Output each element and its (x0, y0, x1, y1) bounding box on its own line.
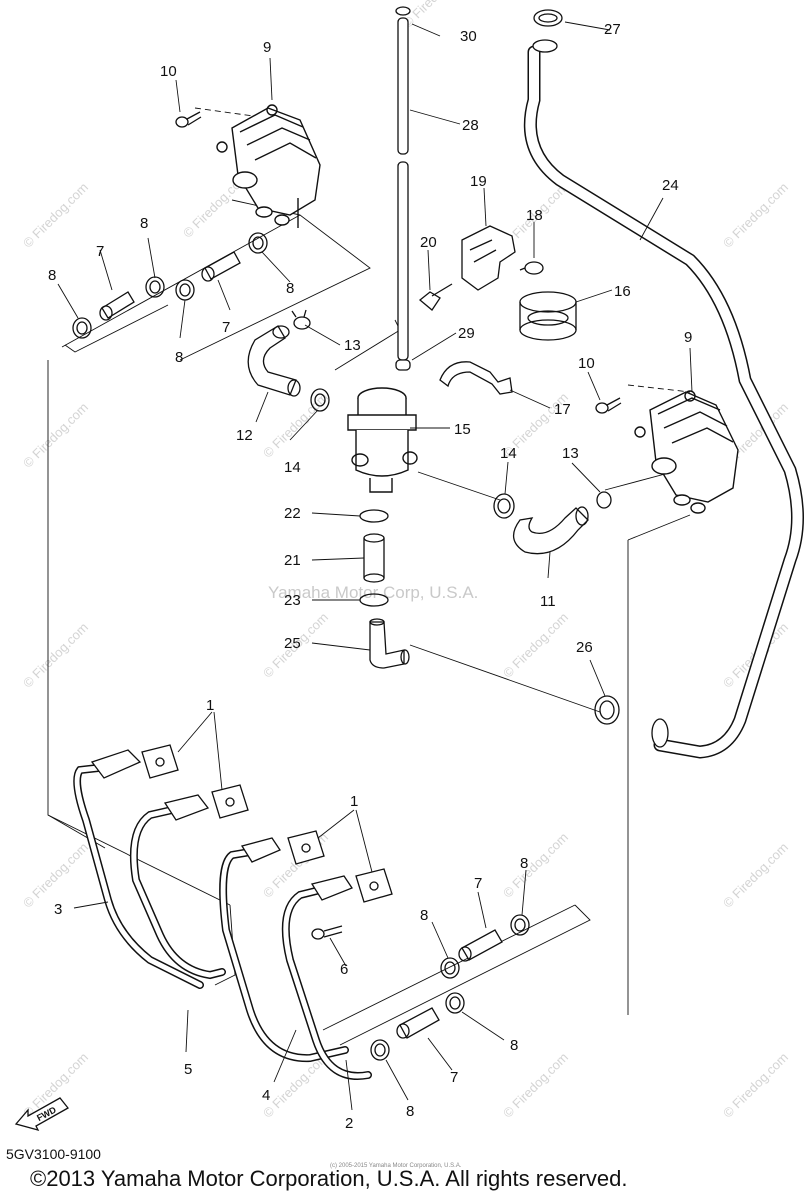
callout-5: 5 (184, 1061, 192, 1078)
gaskets-1 (141, 744, 393, 903)
callout-22: 22 (284, 505, 301, 522)
callout-21: 21 (284, 552, 301, 569)
callout-30: 30 (460, 28, 477, 45)
callout-25: 25 (284, 635, 301, 652)
bracket-17 (439, 361, 513, 395)
callout-7: 7 (96, 243, 104, 260)
callout-10: 10 (160, 63, 177, 80)
callout-27: 27 (604, 21, 621, 38)
elbow-25 (369, 618, 410, 669)
callout-16: 16 (614, 283, 631, 300)
callout-7: 7 (474, 875, 482, 892)
clip-13-left (291, 309, 311, 330)
callout-9: 9 (263, 39, 271, 56)
callout-11: 11 (540, 593, 556, 610)
callout-4: 4 (262, 1087, 270, 1104)
callout-numbers: 30 27 28 9 10 24 19 18 20 16 29 13 17 9 … (48, 21, 692, 1132)
fuel-filter-15 (347, 387, 418, 493)
fuel-pump-left (216, 104, 321, 228)
callout-15: 15 (454, 421, 471, 438)
callout-23: 23 (284, 592, 301, 609)
hose-21 (363, 533, 385, 583)
clip-29 (395, 359, 411, 371)
part-code: 5GV3100-9100 (6, 1146, 101, 1162)
callout-3: 3 (54, 901, 62, 918)
center-watermark: Yamaha Motor Corp, U.S.A. (268, 583, 479, 602)
callout-8: 8 (406, 1103, 414, 1120)
callout-2: 2 (345, 1115, 353, 1132)
callout-19: 19 (470, 173, 487, 190)
callout-13: 13 (344, 337, 361, 354)
fwd-arrow-icon: FWD (14, 1092, 74, 1137)
clamps-8-lower (370, 914, 530, 1061)
hose-28-vertical (397, 17, 409, 361)
callout-17: 17 (554, 401, 571, 418)
pipe-3 (73, 749, 204, 989)
callout-28: 28 (462, 117, 479, 134)
callout-7: 7 (450, 1069, 458, 1086)
callout-18: 18 (526, 207, 543, 224)
leader-lines (57, 21, 693, 1111)
screw-18 (519, 261, 544, 275)
clamp-14-left (310, 388, 330, 412)
callout-1: 1 (206, 697, 214, 714)
clamp-22 (359, 509, 389, 523)
hose-7-upper-left-b (201, 251, 241, 282)
hose-24-long (523, 39, 804, 759)
callout-24: 24 (662, 177, 679, 194)
hose-7-upper-left-a (99, 291, 135, 321)
callout-10: 10 (578, 355, 595, 372)
bracket-19 (461, 225, 516, 291)
pipe-5 (129, 794, 226, 980)
bolt-20 (418, 283, 453, 311)
clamp-23 (359, 593, 389, 607)
hose-7-lower-a (458, 929, 503, 962)
bolt-10-left (175, 111, 202, 128)
fine-print: (c) 2005-2015 Yamaha Motor Corporation, … (330, 1163, 462, 1169)
callout-8: 8 (520, 855, 528, 872)
callout-29: 29 (458, 325, 475, 342)
callout-14: 14 (284, 459, 301, 476)
callout-13: 13 (562, 445, 579, 462)
clamp-14-right (493, 493, 515, 519)
hose-11-right (513, 506, 589, 555)
callout-8: 8 (420, 907, 428, 924)
callout-20: 20 (420, 234, 437, 251)
pipe-2 (281, 875, 372, 1080)
callout-6: 6 (340, 961, 348, 978)
callout-8: 8 (48, 267, 56, 284)
callout-8: 8 (286, 280, 294, 297)
callout-12: 12 (236, 427, 253, 444)
callout-26: 26 (576, 639, 593, 656)
callout-8: 8 (175, 349, 183, 366)
callout-9: 9 (684, 329, 692, 346)
clamp-26 (594, 695, 620, 725)
callout-14: 14 (500, 445, 517, 462)
holder-16 (519, 291, 577, 341)
hose-7-lower-b (396, 1007, 440, 1039)
callout-8: 8 (510, 1037, 518, 1054)
fuel-pump-right (634, 390, 739, 514)
clip-30 (395, 6, 411, 16)
bolt-10-right (595, 397, 622, 414)
callout-7: 7 (222, 319, 230, 336)
pipe-4 (219, 837, 349, 1063)
copyright-notice: ©2013 Yamaha Motor Corporation, U.S.A. A… (30, 1166, 628, 1191)
clamp-27 (533, 9, 563, 27)
clip-13-right (596, 491, 612, 509)
hose-12-elbow (247, 325, 301, 397)
bolt-6 (311, 925, 343, 940)
callout-8: 8 (140, 215, 148, 232)
callout-1: 1 (350, 793, 358, 810)
